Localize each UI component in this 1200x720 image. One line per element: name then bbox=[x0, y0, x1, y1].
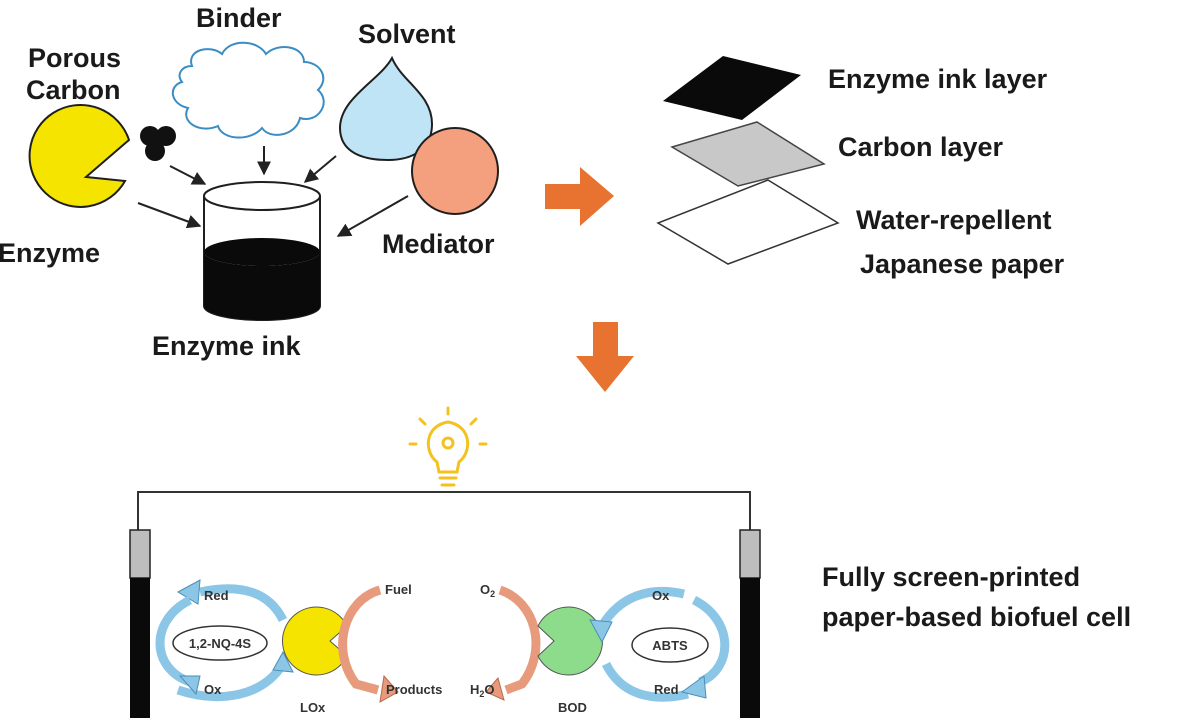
fuel-label: Fuel bbox=[385, 582, 412, 597]
japanese-paper-label-2: Japanese paper bbox=[860, 249, 1065, 279]
enzyme-ink-label: Enzyme ink bbox=[152, 331, 302, 361]
cathode-ox-arrow bbox=[598, 586, 686, 629]
ink-beaker-icon bbox=[203, 181, 321, 321]
products-label: Products bbox=[386, 682, 442, 697]
solvent-drop-icon bbox=[338, 55, 434, 162]
arrow-mediator bbox=[336, 195, 409, 237]
products-arrowhead bbox=[379, 674, 399, 703]
anode-mediator-oval bbox=[172, 625, 268, 661]
cathode-red-arrow bbox=[601, 661, 690, 702]
ingredient-arrows bbox=[137, 146, 409, 237]
o2-h2o-arrow bbox=[498, 585, 541, 695]
arrow-carbon bbox=[169, 165, 207, 185]
anode-left-cycle-arrow bbox=[155, 595, 193, 687]
enzyme-pacman-icon bbox=[28, 103, 131, 208]
mediator-circle-icon bbox=[411, 127, 499, 215]
orange-arrow-down-icon bbox=[576, 322, 634, 392]
orange-arrow-right-icon bbox=[545, 167, 614, 226]
mediator-label: Mediator bbox=[382, 229, 495, 259]
porous-carbon-label-2: Carbon bbox=[26, 75, 121, 105]
carbon-layer-label: Carbon layer bbox=[838, 132, 1004, 162]
porous-carbon-icon bbox=[140, 126, 176, 161]
porous-carbon-label-1: Porous bbox=[28, 43, 121, 73]
o2-label: O2 bbox=[480, 582, 495, 599]
solvent-label: Solvent bbox=[358, 19, 456, 49]
anode-ox-arrow bbox=[176, 661, 287, 702]
anode-ox-arrowhead bbox=[272, 650, 294, 673]
carbon-layer-shape bbox=[670, 121, 826, 187]
enzyme-ink-layer-shape bbox=[663, 56, 801, 120]
lox-label: LOx bbox=[300, 700, 326, 715]
anode-mediator-label: 1,2-NQ-4S bbox=[189, 636, 251, 651]
cathode-red-label: Red bbox=[654, 682, 679, 697]
cell-caption-line-2: paper-based biofuel cell bbox=[822, 602, 1131, 632]
binder-label: Binder bbox=[196, 3, 282, 33]
anode-red-arrow bbox=[199, 584, 288, 623]
h2o-label: H2O bbox=[470, 682, 495, 699]
enzyme-label: Enzyme bbox=[0, 238, 100, 268]
japanese-paper-label-1: Water-repellent bbox=[856, 205, 1052, 235]
bod-enzyme-icon bbox=[537, 606, 604, 676]
lox-enzyme-icon bbox=[281, 606, 348, 676]
enzyme-ink-layer-label: Enzyme ink layer bbox=[828, 64, 1048, 94]
circuit-wire bbox=[137, 491, 751, 530]
cathode-mediator-label: ABTS bbox=[652, 638, 688, 653]
h2o-arrowhead bbox=[485, 676, 505, 701]
cathode-red-arrowhead bbox=[680, 675, 707, 699]
cathode-ox-label: Ox bbox=[652, 588, 670, 603]
left-electrode bbox=[129, 529, 151, 718]
arrow-enzyme bbox=[137, 202, 202, 229]
cathode-mediator-oval bbox=[631, 627, 709, 663]
fuel-products-arrow bbox=[338, 585, 382, 695]
anode-red-label: Red bbox=[204, 588, 229, 603]
cell-caption-line-1: Fully screen-printed bbox=[822, 562, 1080, 592]
right-electrode bbox=[739, 529, 761, 718]
cathode-ox-arrowhead bbox=[589, 619, 613, 644]
japanese-paper-shape bbox=[656, 179, 840, 265]
cathode-right-cycle-arrow bbox=[691, 595, 730, 687]
anode-cycle-arrowhead bbox=[178, 675, 201, 696]
bod-label: BOD bbox=[558, 700, 587, 715]
light-bulb-icon bbox=[408, 406, 488, 487]
binder-cloud-icon bbox=[172, 41, 325, 139]
arrow-solvent bbox=[303, 155, 337, 183]
anode-ox-label: Ox bbox=[204, 682, 222, 697]
